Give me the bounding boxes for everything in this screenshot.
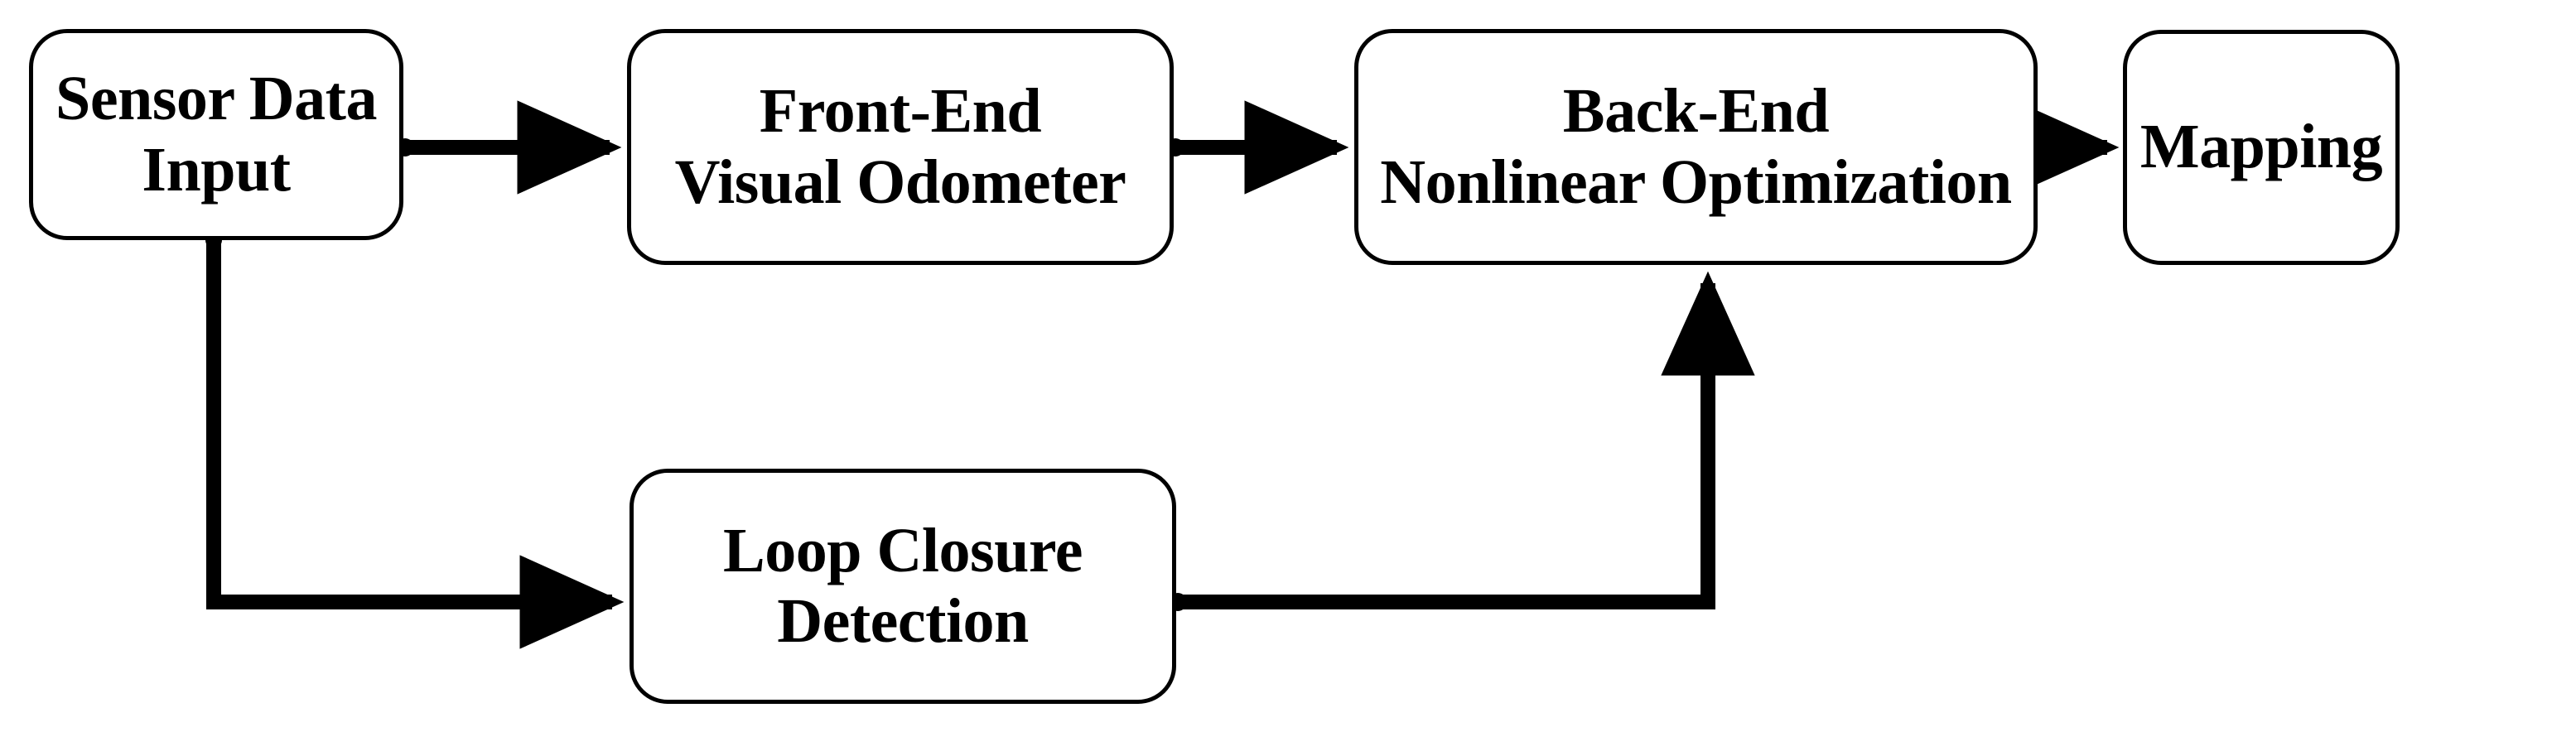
node-sensor-data-input-line-2: Input <box>142 134 291 205</box>
node-mapping-line-1: Mapping <box>2139 112 2383 182</box>
edge-loopclosure-to-backend <box>1169 271 1755 611</box>
node-loop-closure-detection-line-1: Loop Closure <box>723 515 1083 585</box>
edge-backend-to-mapping <box>2014 100 2120 195</box>
edge-frontend-to-backend <box>1166 100 1349 195</box>
node-back-end-nonlinear-optimization-line-1: Back-End <box>1562 76 1830 147</box>
edge-sensor-to-loopclosure <box>205 232 625 649</box>
node-sensor-data-input[interactable]: Sensor Data Input <box>29 29 403 240</box>
node-back-end-nonlinear-optimization[interactable]: Back-End Nonlinear Optimization <box>1354 29 2038 265</box>
node-front-end-visual-odometer[interactable]: Front-End Visual Odometer <box>627 29 1174 265</box>
node-front-end-visual-odometer-line-2: Visual Odometer <box>674 147 1126 217</box>
node-loop-closure-detection-line-2: Detection <box>777 586 1029 656</box>
node-back-end-nonlinear-optimization-line-2: Nonlinear Optimization <box>1380 147 2012 217</box>
node-sensor-data-input-line-1: Sensor Data <box>55 64 377 134</box>
node-mapping[interactable]: Mapping <box>2123 30 2400 265</box>
node-loop-closure-detection[interactable]: Loop Closure Detection <box>630 469 1176 704</box>
edge-sensor-to-frontend <box>396 100 622 195</box>
node-front-end-visual-odometer-line-1: Front-End <box>759 76 1042 147</box>
